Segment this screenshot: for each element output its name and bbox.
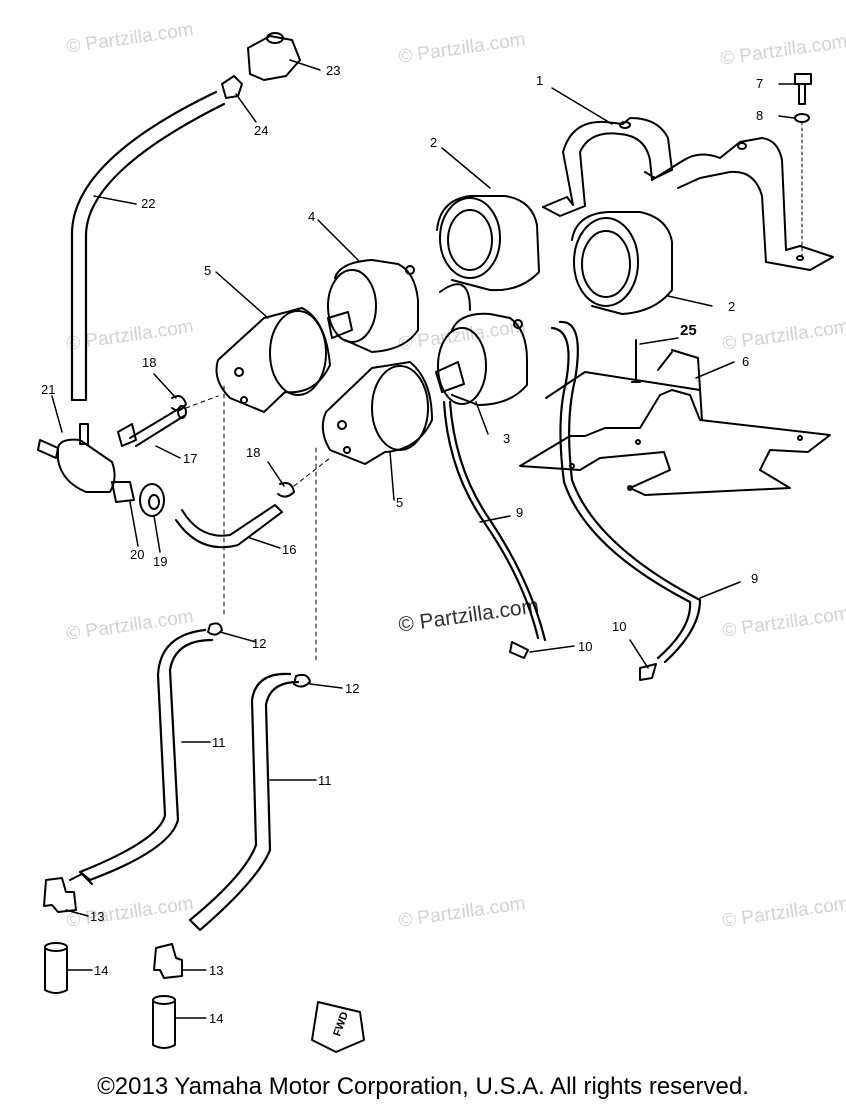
callout-14: 14 xyxy=(209,1011,224,1026)
fwd-label: FWD xyxy=(331,1010,351,1038)
callout-24: 24 xyxy=(254,123,269,138)
callout-12: 12 xyxy=(345,681,360,696)
callout-9: 9 xyxy=(751,571,759,586)
callout-7: 7 xyxy=(756,76,764,91)
callout-25: 25 xyxy=(680,322,697,339)
callout-5: 5 xyxy=(204,263,212,278)
part-23-connector xyxy=(247,32,301,81)
callout-20: 20 xyxy=(130,547,145,562)
part-5-boot xyxy=(215,307,331,413)
part-9-high-tension-lead xyxy=(439,283,702,664)
part-3-ignition-coil xyxy=(435,312,528,406)
callout-17: 17 xyxy=(183,451,198,466)
part-11-hose xyxy=(78,628,214,882)
part-6-mounting-plate xyxy=(519,349,831,496)
part-22-tube xyxy=(70,90,226,402)
part-1-bracket xyxy=(542,117,834,271)
callout-23: 23 xyxy=(326,63,341,78)
assembly-lines xyxy=(185,385,331,665)
callout-18: 18 xyxy=(142,355,157,370)
part-4-ignition-coil xyxy=(327,259,419,353)
callout-3: 3 xyxy=(503,431,511,446)
callout-4: 4 xyxy=(308,209,316,224)
part-20-fitting xyxy=(111,481,135,503)
leader-lines xyxy=(51,59,796,1019)
part-19-grommet xyxy=(139,483,165,517)
callout-5: 5 xyxy=(396,495,404,510)
callout-16: 16 xyxy=(282,542,297,557)
part-21-valve-body xyxy=(37,423,116,493)
part-13-elbow xyxy=(153,943,183,979)
fwd-arrow-icon: FWD xyxy=(311,1001,365,1053)
callout-2: 2 xyxy=(430,135,438,150)
part-13-elbow xyxy=(43,873,93,913)
part-8-washer xyxy=(794,113,810,261)
callout-10: 10 xyxy=(612,619,627,634)
callout-11: 11 xyxy=(318,773,332,788)
callout-10: 10 xyxy=(578,639,593,654)
callout-13: 13 xyxy=(90,909,105,924)
part-14-cap xyxy=(44,942,68,994)
part-24-nut xyxy=(221,75,243,99)
callout-9: 9 xyxy=(516,505,524,520)
callout-12: 12 xyxy=(252,636,267,651)
part-5-boot xyxy=(321,361,433,465)
part-10-clamp xyxy=(509,641,657,681)
callout-14: 14 xyxy=(94,963,109,978)
part-12-clamp xyxy=(207,622,311,688)
part-14-cap xyxy=(152,995,176,1049)
callout-22: 22 xyxy=(141,196,156,211)
copyright-footer: ©2013 Yamaha Motor Corporation, U.S.A. A… xyxy=(97,1073,749,1100)
part-11-hose xyxy=(188,672,300,932)
callout-1: 1 xyxy=(536,73,544,88)
part-2-rubber-cover xyxy=(436,195,540,292)
callout-11: 11 xyxy=(212,735,226,750)
part-2-rubber-cover xyxy=(571,211,673,315)
part-17-pipe xyxy=(117,405,187,447)
callout-6: 6 xyxy=(742,354,750,369)
part-7-bolt xyxy=(794,73,812,105)
callout-2: 2 xyxy=(728,299,736,314)
callout-13: 13 xyxy=(209,963,224,978)
callout-19: 19 xyxy=(153,554,168,569)
callout-21: 21 xyxy=(41,382,56,397)
part-16-hose xyxy=(175,504,283,549)
part-18-clip xyxy=(171,395,295,498)
callout-18: 18 xyxy=(246,445,261,460)
part-25-clip xyxy=(631,339,641,383)
callout-8: 8 xyxy=(756,108,764,123)
